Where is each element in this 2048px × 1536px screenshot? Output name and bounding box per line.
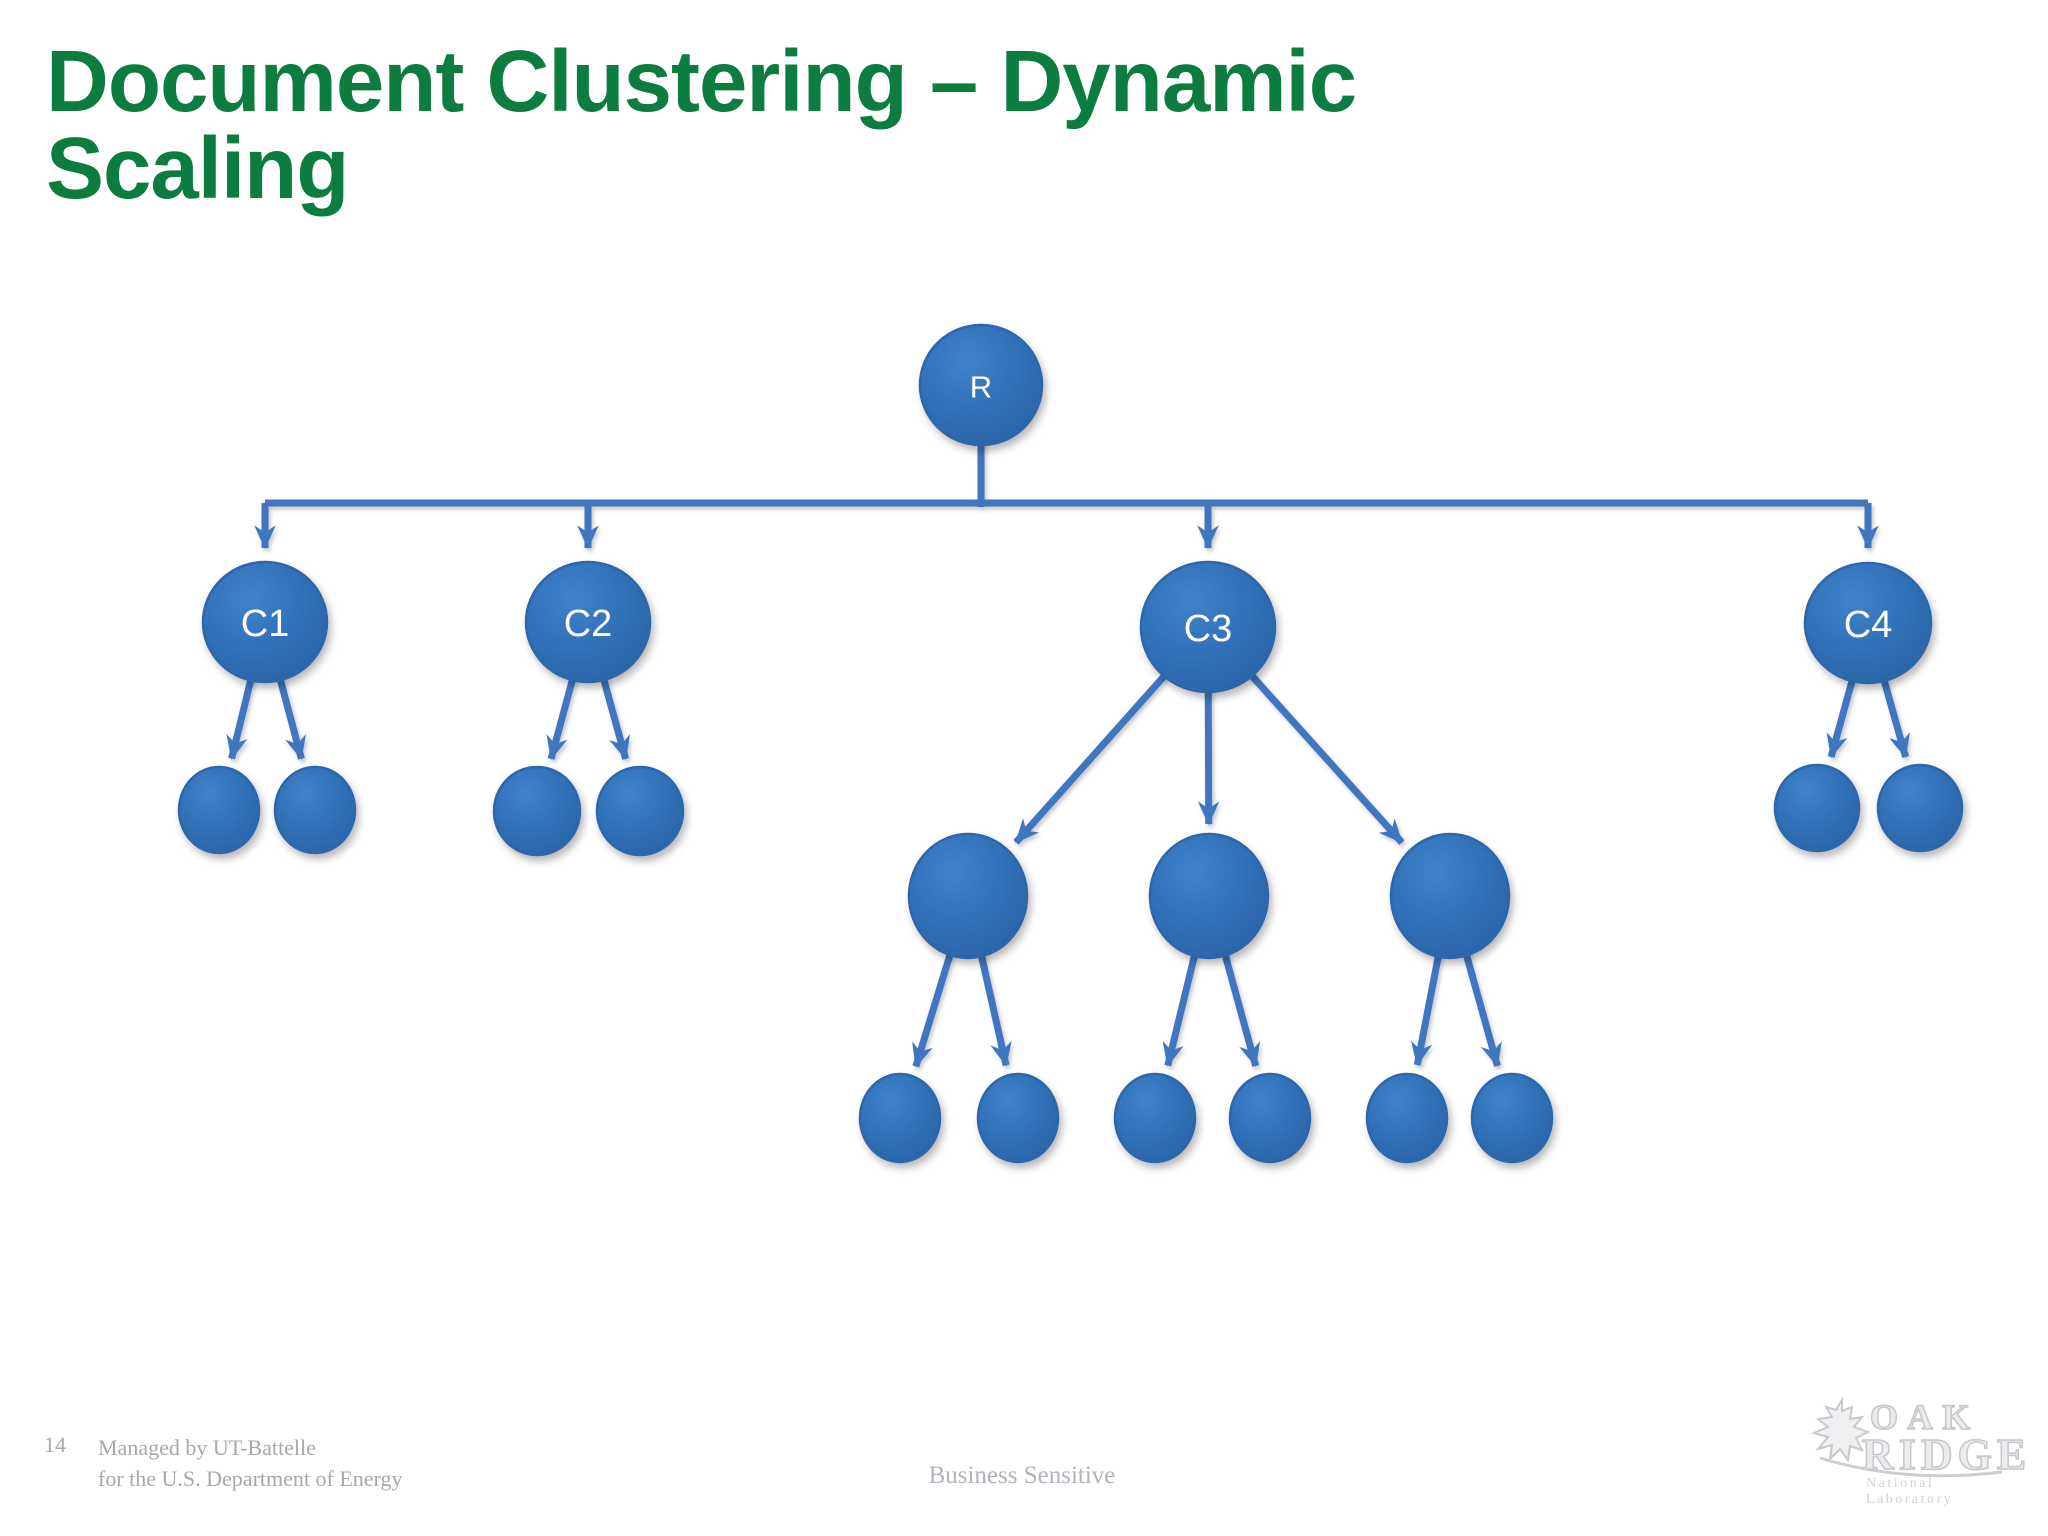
footer-credit-line-2: for the U.S. Department of Energy xyxy=(98,1466,403,1491)
footer-credit: Managed by UT-Battelle for the U.S. Depa… xyxy=(98,1432,402,1494)
tree-node-C3c xyxy=(1389,832,1511,960)
tree-node-C3 xyxy=(1139,560,1277,694)
tree-node-C3a xyxy=(907,832,1029,960)
classification-label: Business Sensitive xyxy=(928,1462,1116,1489)
tree-node-C3b1 xyxy=(1113,1072,1197,1164)
tree-node-C3c1 xyxy=(1365,1072,1449,1164)
tree-node-C3b2 xyxy=(1228,1072,1312,1164)
logo-text-national-laboratory: National Laboratory xyxy=(1866,1476,1954,1507)
footer-credit-line-1: Managed by UT-Battelle xyxy=(98,1435,316,1460)
tree-node-C2a xyxy=(492,765,582,857)
tree-node-C4b xyxy=(1876,763,1964,853)
page-number: 14 xyxy=(44,1432,66,1457)
tree-node-label-R: R xyxy=(970,370,992,405)
title-line-1: Document Clustering – Dynamic xyxy=(46,33,1357,130)
tree-node-label-C3: C3 xyxy=(1184,608,1233,650)
tree-node-C3c2 xyxy=(1470,1072,1554,1164)
oak-leaf-shape xyxy=(1811,1396,1871,1463)
logo-swoosh xyxy=(1819,1456,2003,1478)
tree-node-C4a xyxy=(1773,763,1861,853)
tree-nodes: R C1 C2 C3 C4 xyxy=(177,323,1964,1164)
tree-node-C4 xyxy=(1803,561,1933,685)
tree-node-C1 xyxy=(201,560,329,684)
logo-text-ridge: RIDGE xyxy=(1861,1429,2032,1480)
tree-node-C1a xyxy=(177,765,261,855)
tree-node-C3a2 xyxy=(976,1072,1060,1164)
tree-node-label-C4: C4 xyxy=(1844,604,1893,646)
tree-node-C1b xyxy=(273,765,357,855)
tree-node-C3a1 xyxy=(858,1072,942,1164)
tree-node-C2 xyxy=(524,560,652,684)
logo-text-oak: OAK xyxy=(1869,1396,1980,1438)
oak-ridge-logo: OAK RIDGE National Laboratory xyxy=(1806,1396,2027,1507)
tree-node-R xyxy=(918,323,1044,447)
tree-edges xyxy=(226,441,1910,1068)
oak-leaf-icon xyxy=(1811,1396,2003,1478)
tree-node-label-C1: C1 xyxy=(241,603,290,645)
tree-node-C2b xyxy=(595,765,685,857)
tree-node-label-C2: C2 xyxy=(564,603,613,645)
title-line-2: Scaling xyxy=(46,120,349,217)
tree-node-C3b xyxy=(1148,832,1270,960)
